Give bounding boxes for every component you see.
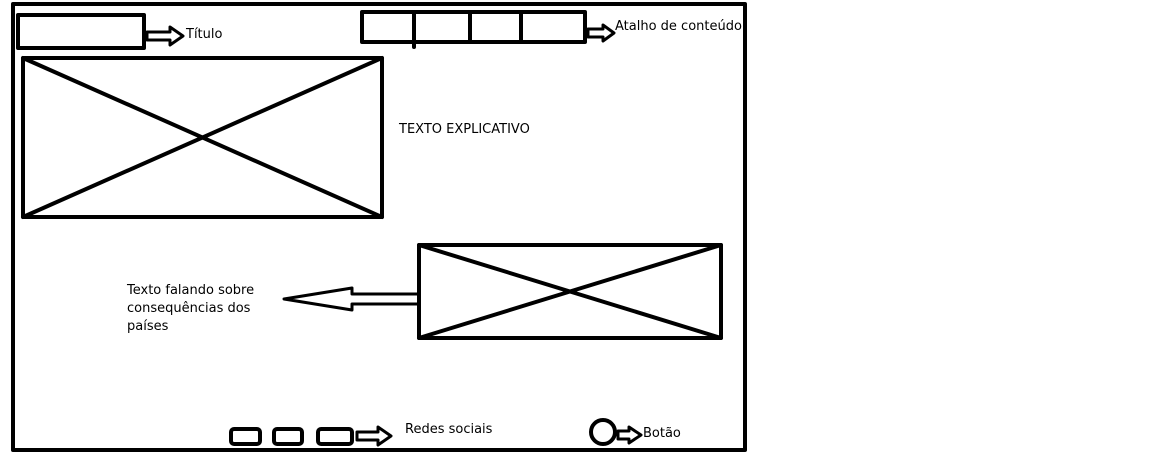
consequences-arrow (282, 286, 419, 312)
secondary-image-placeholder (417, 243, 723, 340)
title-arrow (145, 25, 185, 47)
button-arrow (616, 425, 643, 445)
title-box (16, 13, 146, 50)
social-icon-3 (316, 427, 354, 446)
content-shortcut-label: Atalho de conteúdo (615, 19, 742, 34)
social-networks-arrow (355, 425, 393, 447)
title-label: Título (186, 27, 223, 42)
explanatory-text-label: TEXTO EXPLICATIVO (399, 122, 530, 137)
social-networks-label: Redes sociais (405, 422, 493, 437)
main-image-placeholder (21, 56, 384, 219)
button-circle-icon (589, 418, 617, 446)
social-icon-2 (272, 427, 304, 446)
content-shortcut-arrow (586, 23, 616, 43)
content-shortcut-box (360, 10, 587, 44)
consequences-text-label: Texto falando sobre consequências dos pa… (127, 283, 255, 334)
button-label: Botão (643, 426, 681, 441)
social-icon-1 (229, 427, 262, 446)
page-frame (11, 2, 747, 452)
